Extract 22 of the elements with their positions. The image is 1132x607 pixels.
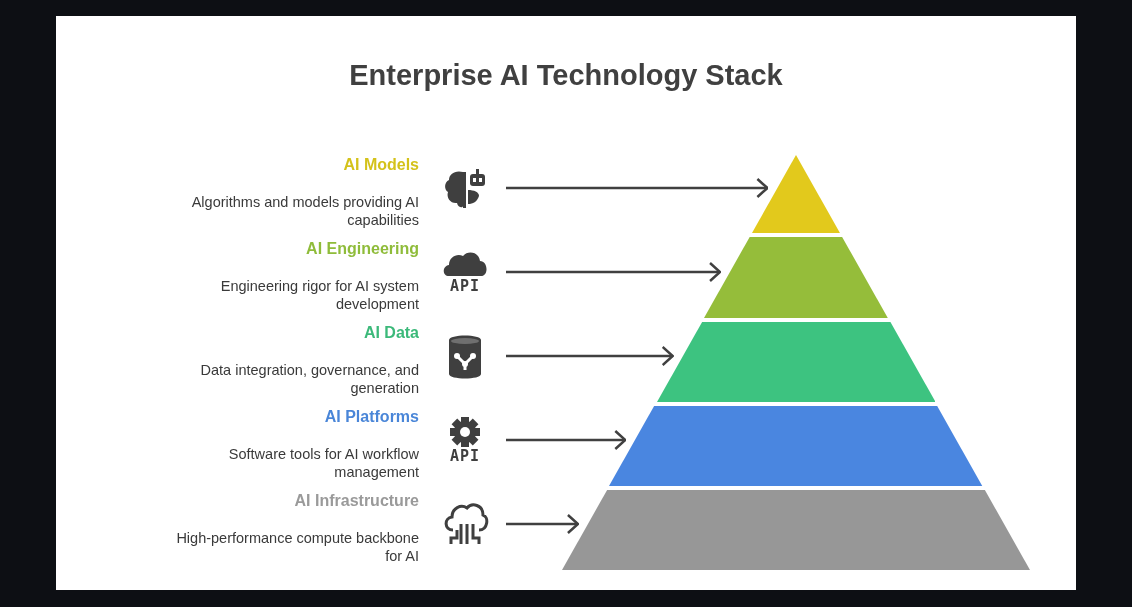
pyramid-layer xyxy=(704,237,888,318)
arrow xyxy=(506,177,769,199)
pyramid-layer xyxy=(609,406,983,486)
arrow xyxy=(506,345,674,367)
layer-heading: AI Infrastructure xyxy=(293,491,419,511)
layer-heading: AI Engineering xyxy=(305,239,419,259)
icon-caption: API xyxy=(449,278,481,294)
layer-heading: AI Models xyxy=(342,155,419,175)
layer-heading: AI Data xyxy=(362,323,419,343)
pyramid-layer xyxy=(656,322,936,402)
layer-description: Engineering rigor for AI system development xyxy=(219,277,419,313)
diagram-title: Enterprise AI Technology Stack xyxy=(348,58,784,93)
arrow xyxy=(506,429,627,451)
arrow xyxy=(506,261,722,283)
layer-description: Software tools for AI workflow management xyxy=(227,445,419,481)
layer-description: High-performance compute backbone for AI xyxy=(175,529,419,565)
layer-heading: AI Platforms xyxy=(323,407,419,427)
icon-caption: API xyxy=(449,448,481,464)
layer-description: Data integration, governance, and generation xyxy=(199,361,419,397)
layer-description: Algorithms and models providing AI capabilities xyxy=(190,193,419,229)
pyramid-layer xyxy=(752,155,840,233)
arrow xyxy=(506,513,580,535)
